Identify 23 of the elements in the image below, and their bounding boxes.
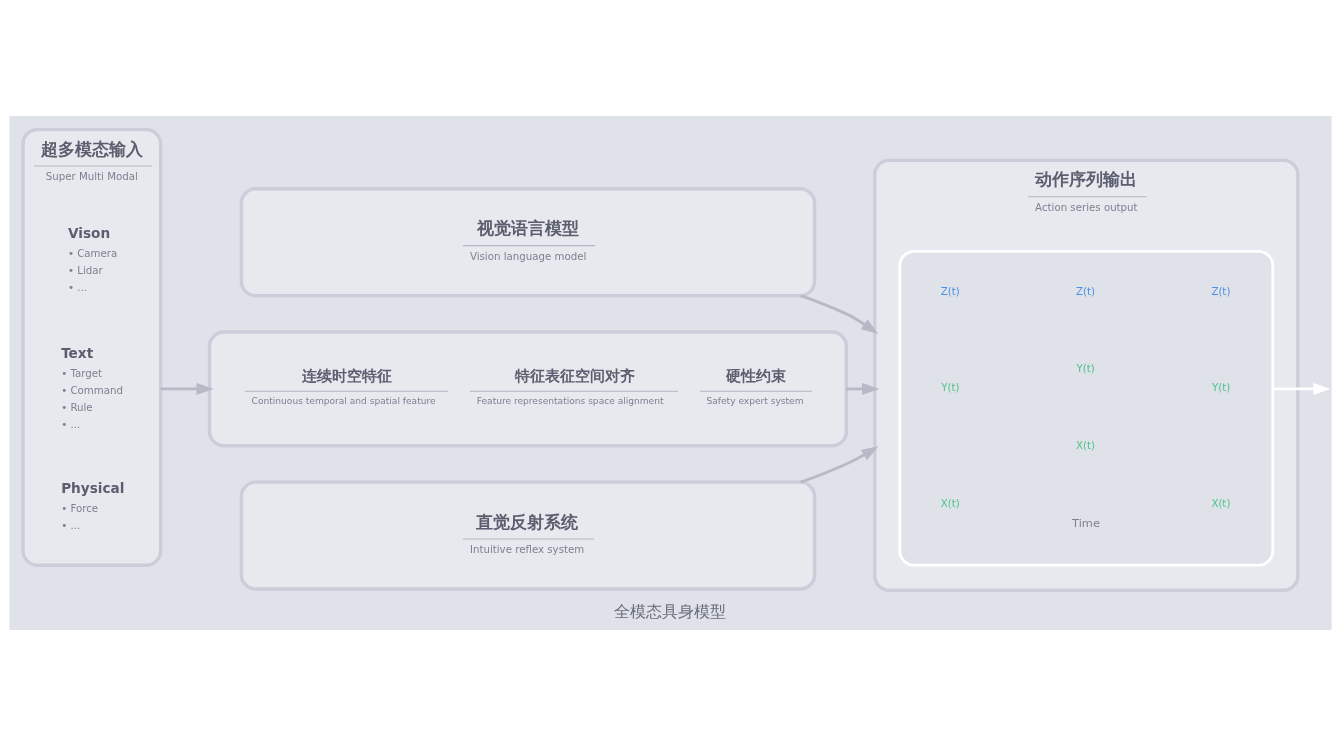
label: Y(t) [1076, 363, 1095, 375]
label: Z(t) [1210, 285, 1230, 297]
node-box: 连续时空特征 Continuous temporal and spatial feature 特征表征空间对齐 Feature representations space alignment 硬性约束 Safety expert system [207, 330, 848, 448]
label: Z(t) [940, 285, 960, 297]
arrow [1272, 382, 1330, 395]
node-text: Vison • Camera • Lidar • ... [67, 225, 117, 294]
node-text: Text • Target • Command • Rule • ... [60, 344, 123, 430]
caption: 全模态具身模型 [614, 601, 726, 621]
arrow [845, 382, 879, 395]
label: Y(t) [940, 382, 960, 394]
label: X(t) [1210, 498, 1230, 510]
label: Time [1071, 516, 1100, 531]
label: Z(t) [1075, 285, 1095, 297]
node-box: 视觉语言模型 Vision language model [239, 187, 816, 298]
arrow [160, 382, 214, 395]
label: X(t) [1075, 440, 1095, 452]
node-box [897, 249, 1274, 567]
label: Y(t) [1211, 382, 1230, 394]
node-box: 直觉反射系统 Intuitive reflex system [239, 480, 816, 591]
arrow [799, 446, 878, 484]
label: X(t) [940, 498, 960, 510]
arrow [799, 294, 878, 334]
node-text: Physical • Force • ... [60, 480, 124, 532]
